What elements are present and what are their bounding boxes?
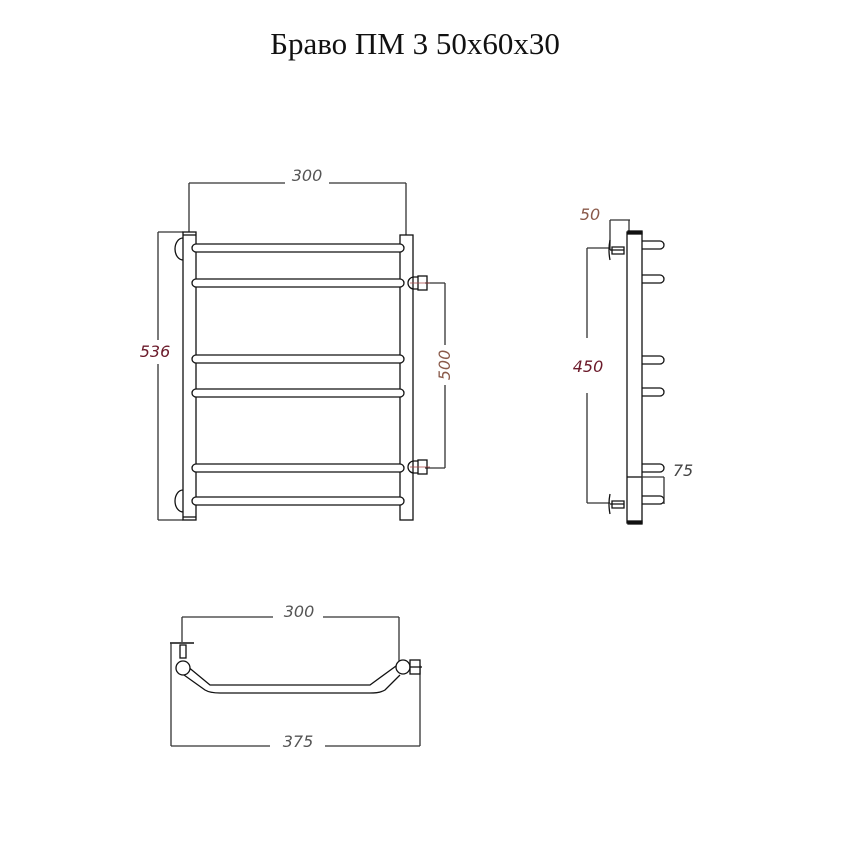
overall-width-label: 375 [283,732,314,751]
connector-top [407,275,430,291]
right-post [399,234,414,521]
top-view-wall-mount [175,660,191,676]
side-post [626,231,643,524]
wall-offset-label: 50 [580,205,600,224]
rung [191,243,405,253]
rung [191,354,405,364]
width-dimension-label: 300 [292,166,323,185]
left-post [182,231,197,521]
drawing-title: Браво ПМ 3 50x60x30 [270,26,560,61]
height-dimension-label: 536 [140,342,171,361]
depth-label: 75 [673,461,693,480]
side-rungs [642,240,665,505]
bracket-spacing-label: 450 [573,357,604,376]
rung [191,496,405,506]
rung [191,278,405,288]
rung [191,463,405,473]
rungs [191,243,405,506]
front-view: 300 536 500 [135,166,456,521]
connector-bottom [407,459,430,475]
inner-width-label: 300 [284,602,315,621]
connection-dimension-label: 500 [435,350,454,381]
rung [191,388,405,398]
top-view: 300 375 [170,600,422,754]
side-view: 50 450 75 [573,205,693,525]
